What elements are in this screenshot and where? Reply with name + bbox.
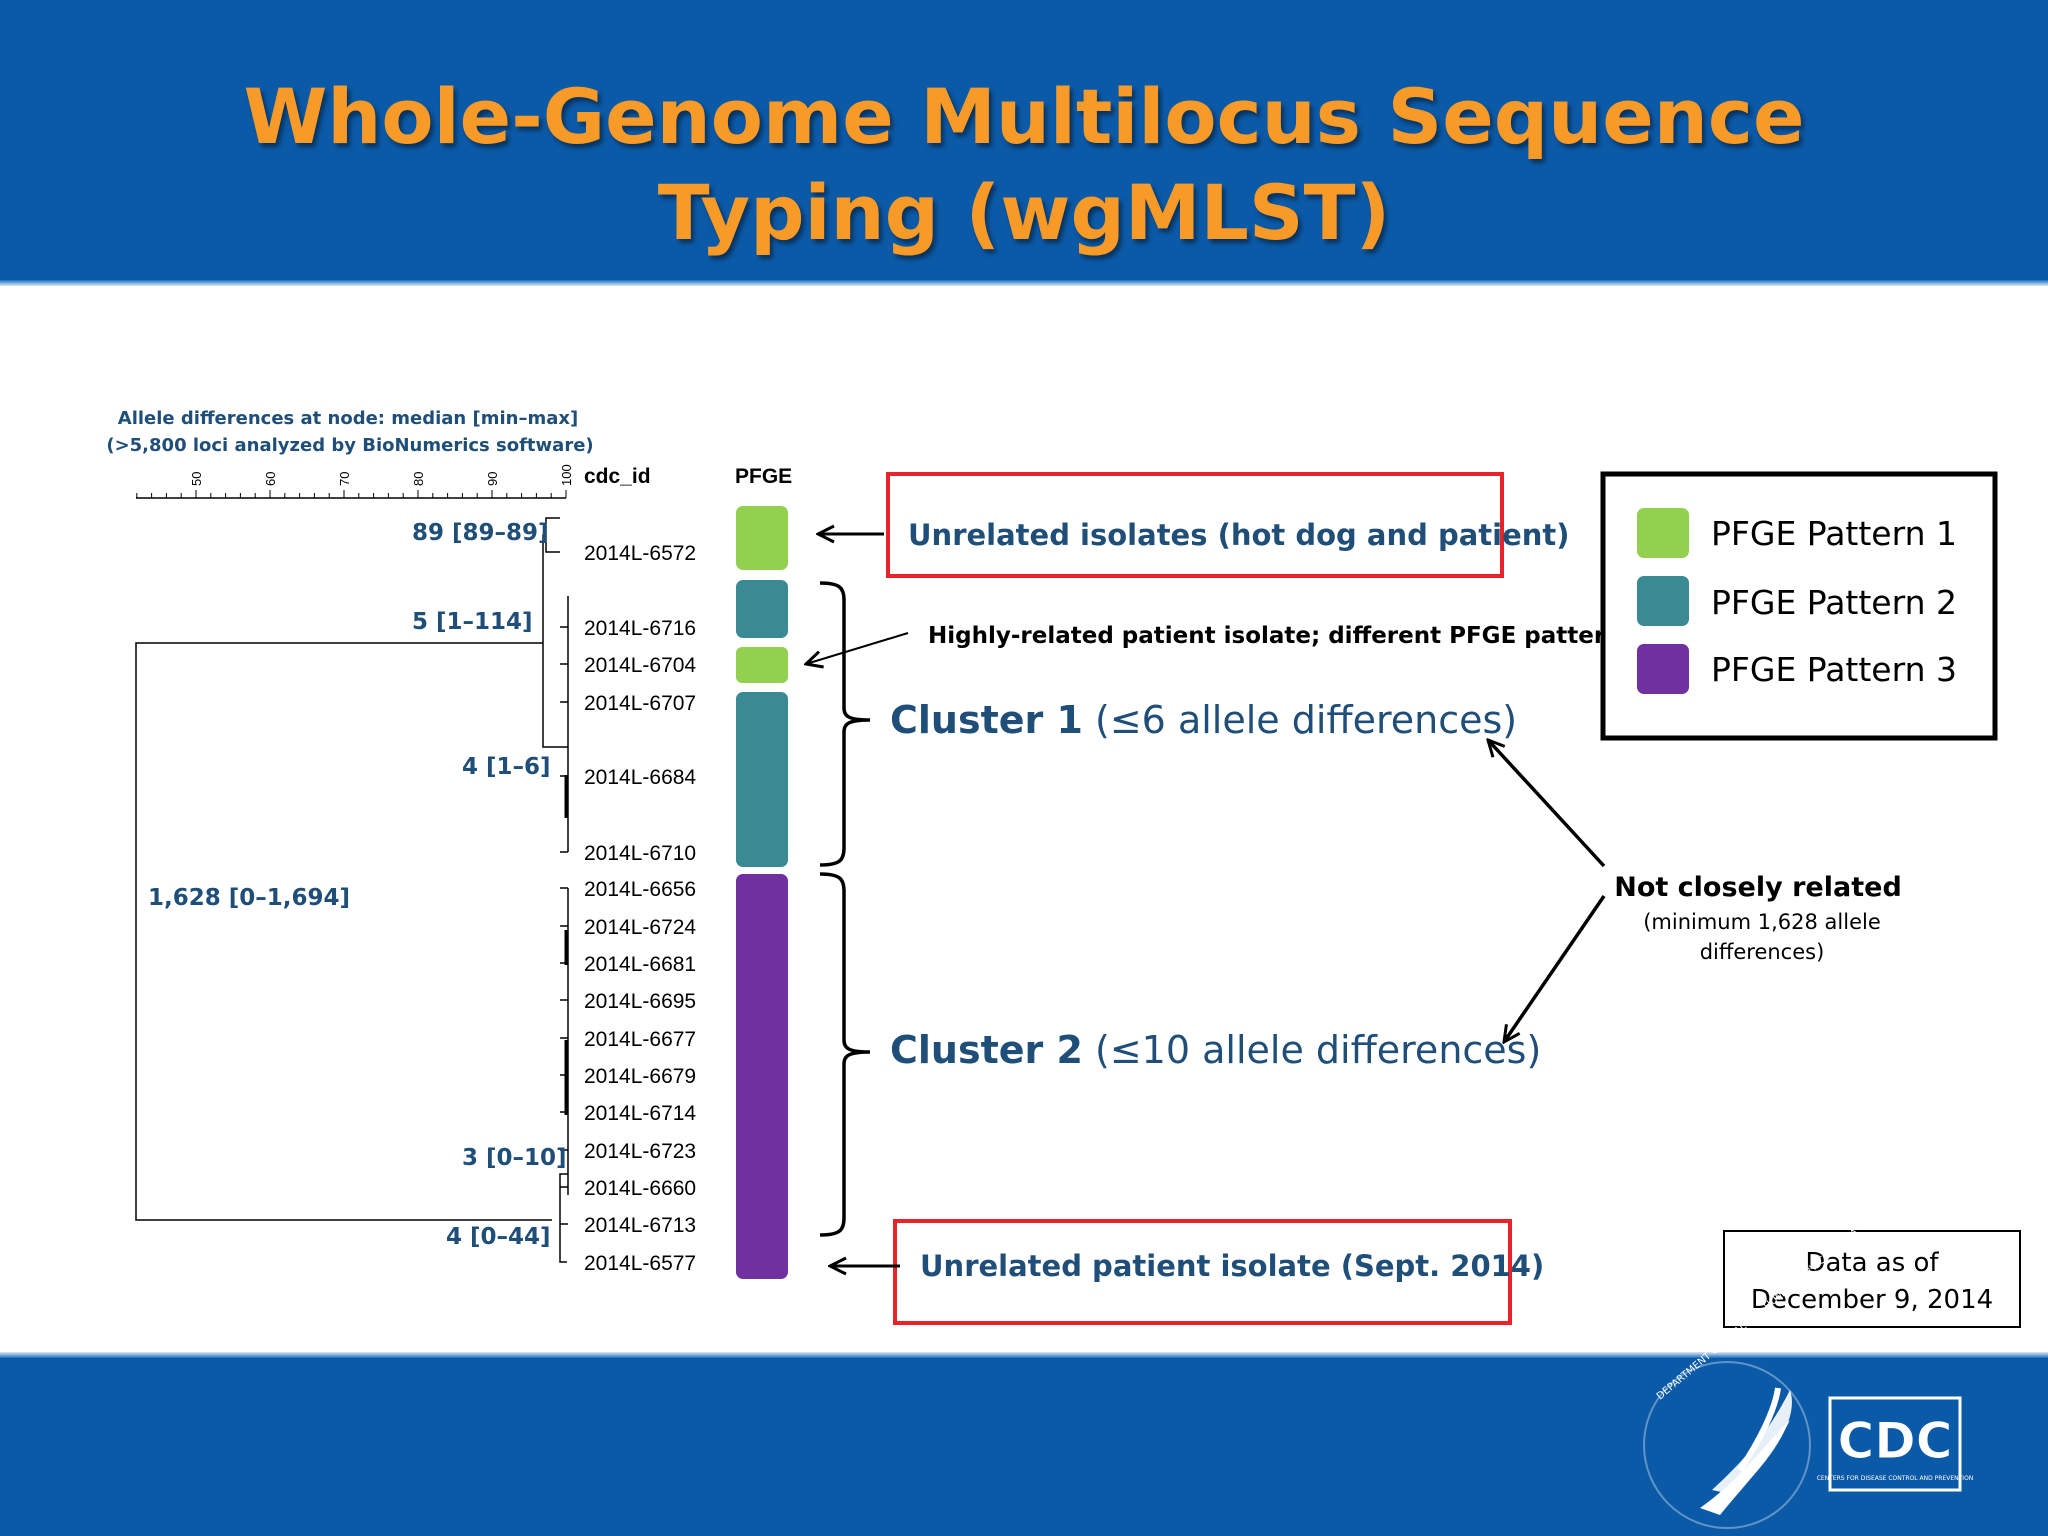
pfge-bar (736, 647, 788, 683)
arrow-to-cluster2 (1504, 895, 1606, 1042)
pfge-column-header: PFGE (735, 465, 792, 488)
node-label: 3 [0–10] (462, 1145, 567, 1171)
isolate-id: 2014L-6713 (584, 1214, 696, 1237)
pfge-bar (736, 874, 788, 1279)
unrelated-sept-label: Unrelated patient isolate (Sept. 2014) (920, 1249, 1544, 1283)
isolate-id: 2014L-6577 (584, 1252, 696, 1275)
highly-related-label: Highly-related patient isolate; differen… (928, 623, 1622, 649)
isolate-id: 2014L-6656 (584, 878, 696, 901)
isolate-id: 2014L-6714 (584, 1102, 696, 1125)
isolate-id: 2014L-6681 (584, 953, 696, 976)
tree-branch-outlier (559, 1173, 568, 1263)
tree-branch-upper-join (542, 534, 568, 748)
data-date-line-2: December 9, 2014 (1751, 1285, 1993, 1315)
scale-tick-label: 70 (337, 472, 352, 486)
legend-label-pattern-2: PFGE Pattern 2 (1711, 583, 1957, 622)
pfge-bar (736, 692, 788, 867)
scale-tick-label: 50 (189, 472, 204, 486)
slide-title-line-2: Typing (wgMLST) (657, 168, 1391, 257)
node-label: 5 [1–114] (412, 609, 533, 635)
cluster2-label: Cluster 2 (≤10 allele differences) (890, 1028, 1541, 1072)
isolate-id: 2014L-6695 (584, 990, 696, 1013)
min-difference-line-1: (minimum 1,628 allele (1643, 910, 1881, 934)
isolate-id: 2014L-6660 (584, 1177, 696, 1200)
isolate-id: 2014L-6679 (584, 1065, 696, 1088)
scale-tick-label: 90 (485, 472, 500, 486)
cluster2-brace (819, 872, 871, 1237)
tree-branch-root (135, 642, 552, 1221)
cluster1-brace (819, 581, 871, 867)
not-closely-related-label: Not closely related (1614, 872, 1902, 903)
isolate-id-list: 2014L-6572 2014L-6716 2014L-6704 2014L-6707… (584, 542, 696, 1275)
legend-swatch-pattern-3 (1637, 644, 1689, 694)
isolate-id: 2014L-6572 (584, 542, 696, 565)
scale-tick-label: 60 (263, 472, 278, 486)
data-date-box (1723, 1230, 2021, 1328)
unrelated-hotdog-label: Unrelated isolates (hot dog and patient) (908, 518, 1570, 552)
cluster1-label: Cluster 1 (≤6 allele differences) (890, 698, 1517, 742)
dendrogram-caption-line-2: (>5,800 loci analyzed by BioNumerics sof… (106, 435, 593, 456)
node-label: 1,628 [0–1,694] (148, 885, 350, 911)
cluster2-threshold: (≤10 allele differences) (1083, 1028, 1541, 1072)
legend-swatch-pattern-1 (1637, 508, 1689, 558)
scale-tick-label: 100 (559, 464, 574, 486)
data-date-line-1: Data as of (1805, 1248, 1939, 1278)
node-label: 89 [89–89] (412, 520, 549, 546)
isolate-id: 2014L-6704 (584, 654, 696, 677)
legend-swatch-pattern-2 (1637, 576, 1689, 626)
title-banner: Whole-Genome Multilocus Sequence Typing … (0, 0, 2048, 286)
legend-label-pattern-3: PFGE Pattern 3 (1711, 650, 1957, 689)
node-label: 4 [0–44] (446, 1224, 551, 1250)
cluster1-threshold: (≤6 allele differences) (1083, 698, 1517, 742)
similarity-scale-axis: 50 60 70 80 90 100 (136, 464, 574, 499)
dendrogram-tree (135, 517, 569, 1263)
cluster2-name: Cluster 2 (890, 1028, 1083, 1072)
cdc-logo-text: CDC (1838, 1412, 1953, 1470)
isolate-id: 2014L-6724 (584, 916, 696, 939)
arrow-to-6704 (806, 632, 909, 664)
cluster1-name: Cluster 1 (890, 698, 1083, 742)
slide-title-line-1: Whole-Genome Multilocus Sequence (243, 72, 1805, 161)
legend-label-pattern-1: PFGE Pattern 1 (1711, 514, 1957, 553)
isolate-id: 2014L-6677 (584, 1028, 696, 1051)
isolate-id: 2014L-6684 (584, 766, 696, 789)
cdc-id-column-header: cdc_id (584, 465, 651, 488)
isolate-id: 2014L-6710 (584, 842, 696, 865)
pfge-bar (736, 580, 788, 638)
scale-tick-label: 80 (411, 472, 426, 486)
unrelated-sept-callout-box (893, 1219, 1512, 1325)
node-label: 4 [1–6] (462, 754, 551, 780)
isolate-id: 2014L-6716 (584, 617, 696, 640)
cdc-logo-subtext: CENTERS FOR DISEASE CONTROL AND PREVENTI… (1817, 1475, 1974, 1482)
min-difference-line-2: differences) (1700, 940, 1825, 964)
arrow-to-cluster1 (1488, 740, 1606, 868)
unrelated-hotdog-callout-box (886, 472, 1504, 578)
cdc-logo: CDC CENTERS FOR DISEASE CONTROL AND PREV… (1817, 1396, 1974, 1492)
pfge-bar (736, 506, 788, 570)
dendrogram-caption-line-1: Allele differences at node: median [min–… (118, 408, 578, 429)
isolate-id: 2014L-6707 (584, 692, 696, 715)
isolate-id: 2014L-6723 (584, 1140, 696, 1163)
